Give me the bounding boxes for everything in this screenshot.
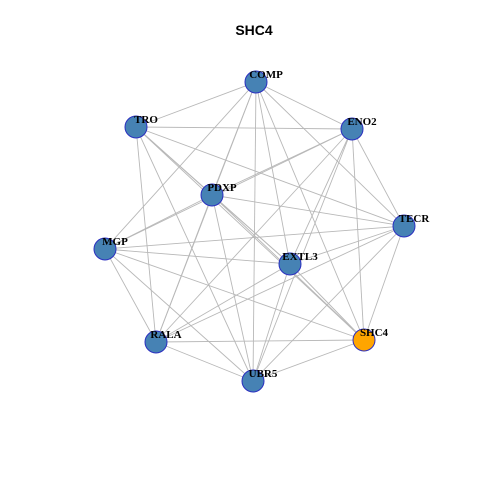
node-extl3 bbox=[278, 252, 302, 276]
edge-rala-ubr5 bbox=[155, 341, 254, 382]
node-label-shc4: SHC4 bbox=[360, 327, 389, 339]
node-comp bbox=[244, 70, 268, 94]
edge-pdxp-tecr bbox=[211, 194, 405, 227]
edge-mgp-rala bbox=[104, 248, 157, 343]
edge-mgp-tecr bbox=[104, 225, 405, 250]
node-mgp bbox=[93, 237, 117, 261]
edge-layer bbox=[104, 81, 405, 382]
edge-mgp-shc4 bbox=[104, 248, 365, 341]
edge-rala-shc4 bbox=[155, 339, 365, 343]
edge-comp-mgp bbox=[104, 81, 257, 250]
node-label-pdxp: PDXP bbox=[207, 182, 237, 194]
node-eno2 bbox=[340, 117, 364, 141]
node-label-tro: TRO bbox=[134, 114, 158, 126]
edge-extl3-ubr5 bbox=[252, 263, 291, 382]
edge-extl3-shc4 bbox=[289, 263, 365, 341]
node-label-extl3: EXTL3 bbox=[282, 251, 318, 263]
edge-tecr-rala bbox=[155, 225, 405, 343]
node-label-ubr5: UBR5 bbox=[249, 368, 278, 380]
diagram-title: SHC4 bbox=[235, 22, 273, 38]
node-layer bbox=[93, 70, 416, 393]
edge-tecr-extl3 bbox=[289, 225, 405, 265]
edge-tro-eno2 bbox=[135, 126, 353, 130]
node-label-rala: RALA bbox=[150, 329, 181, 341]
node-label-comp: COMP bbox=[249, 69, 283, 81]
edge-comp-eno2 bbox=[255, 81, 353, 130]
edge-comp-extl3 bbox=[255, 81, 291, 265]
node-tro bbox=[124, 115, 148, 139]
edge-eno2-ubr5 bbox=[252, 128, 353, 382]
edge-pdxp-extl3 bbox=[211, 194, 291, 265]
edge-tro-rala bbox=[135, 126, 157, 343]
edge-tro-ubr5 bbox=[135, 126, 254, 382]
node-rala bbox=[144, 330, 168, 354]
edge-eno2-tecr bbox=[351, 128, 405, 227]
edge-ubr5-shc4 bbox=[252, 339, 365, 382]
node-tecr bbox=[392, 214, 416, 238]
node-label-eno2: ENO2 bbox=[347, 116, 377, 128]
node-shc4 bbox=[352, 328, 376, 352]
node-ubr5 bbox=[241, 369, 265, 393]
edge-pdxp-mgp bbox=[104, 194, 213, 250]
edge-eno2-mgp bbox=[104, 128, 353, 250]
edge-comp-ubr5 bbox=[252, 81, 257, 382]
node-pdxp bbox=[200, 183, 224, 207]
edge-tecr-shc4 bbox=[363, 225, 405, 341]
node-label-mgp: MGP bbox=[102, 236, 128, 248]
edge-mgp-extl3 bbox=[104, 248, 291, 265]
node-label-tecr: TECR bbox=[399, 213, 431, 225]
edge-eno2-shc4 bbox=[351, 128, 365, 341]
edge-pdxp-rala bbox=[155, 194, 213, 343]
edge-extl3-rala bbox=[155, 263, 291, 343]
edge-tro-shc4 bbox=[135, 126, 365, 341]
edge-mgp-ubr5 bbox=[104, 248, 254, 382]
edge-pdxp-ubr5 bbox=[211, 194, 254, 382]
edge-comp-tecr bbox=[255, 81, 405, 227]
edge-comp-tro bbox=[135, 81, 257, 128]
edge-eno2-extl3 bbox=[289, 128, 353, 265]
edge-tro-tecr bbox=[135, 126, 405, 227]
